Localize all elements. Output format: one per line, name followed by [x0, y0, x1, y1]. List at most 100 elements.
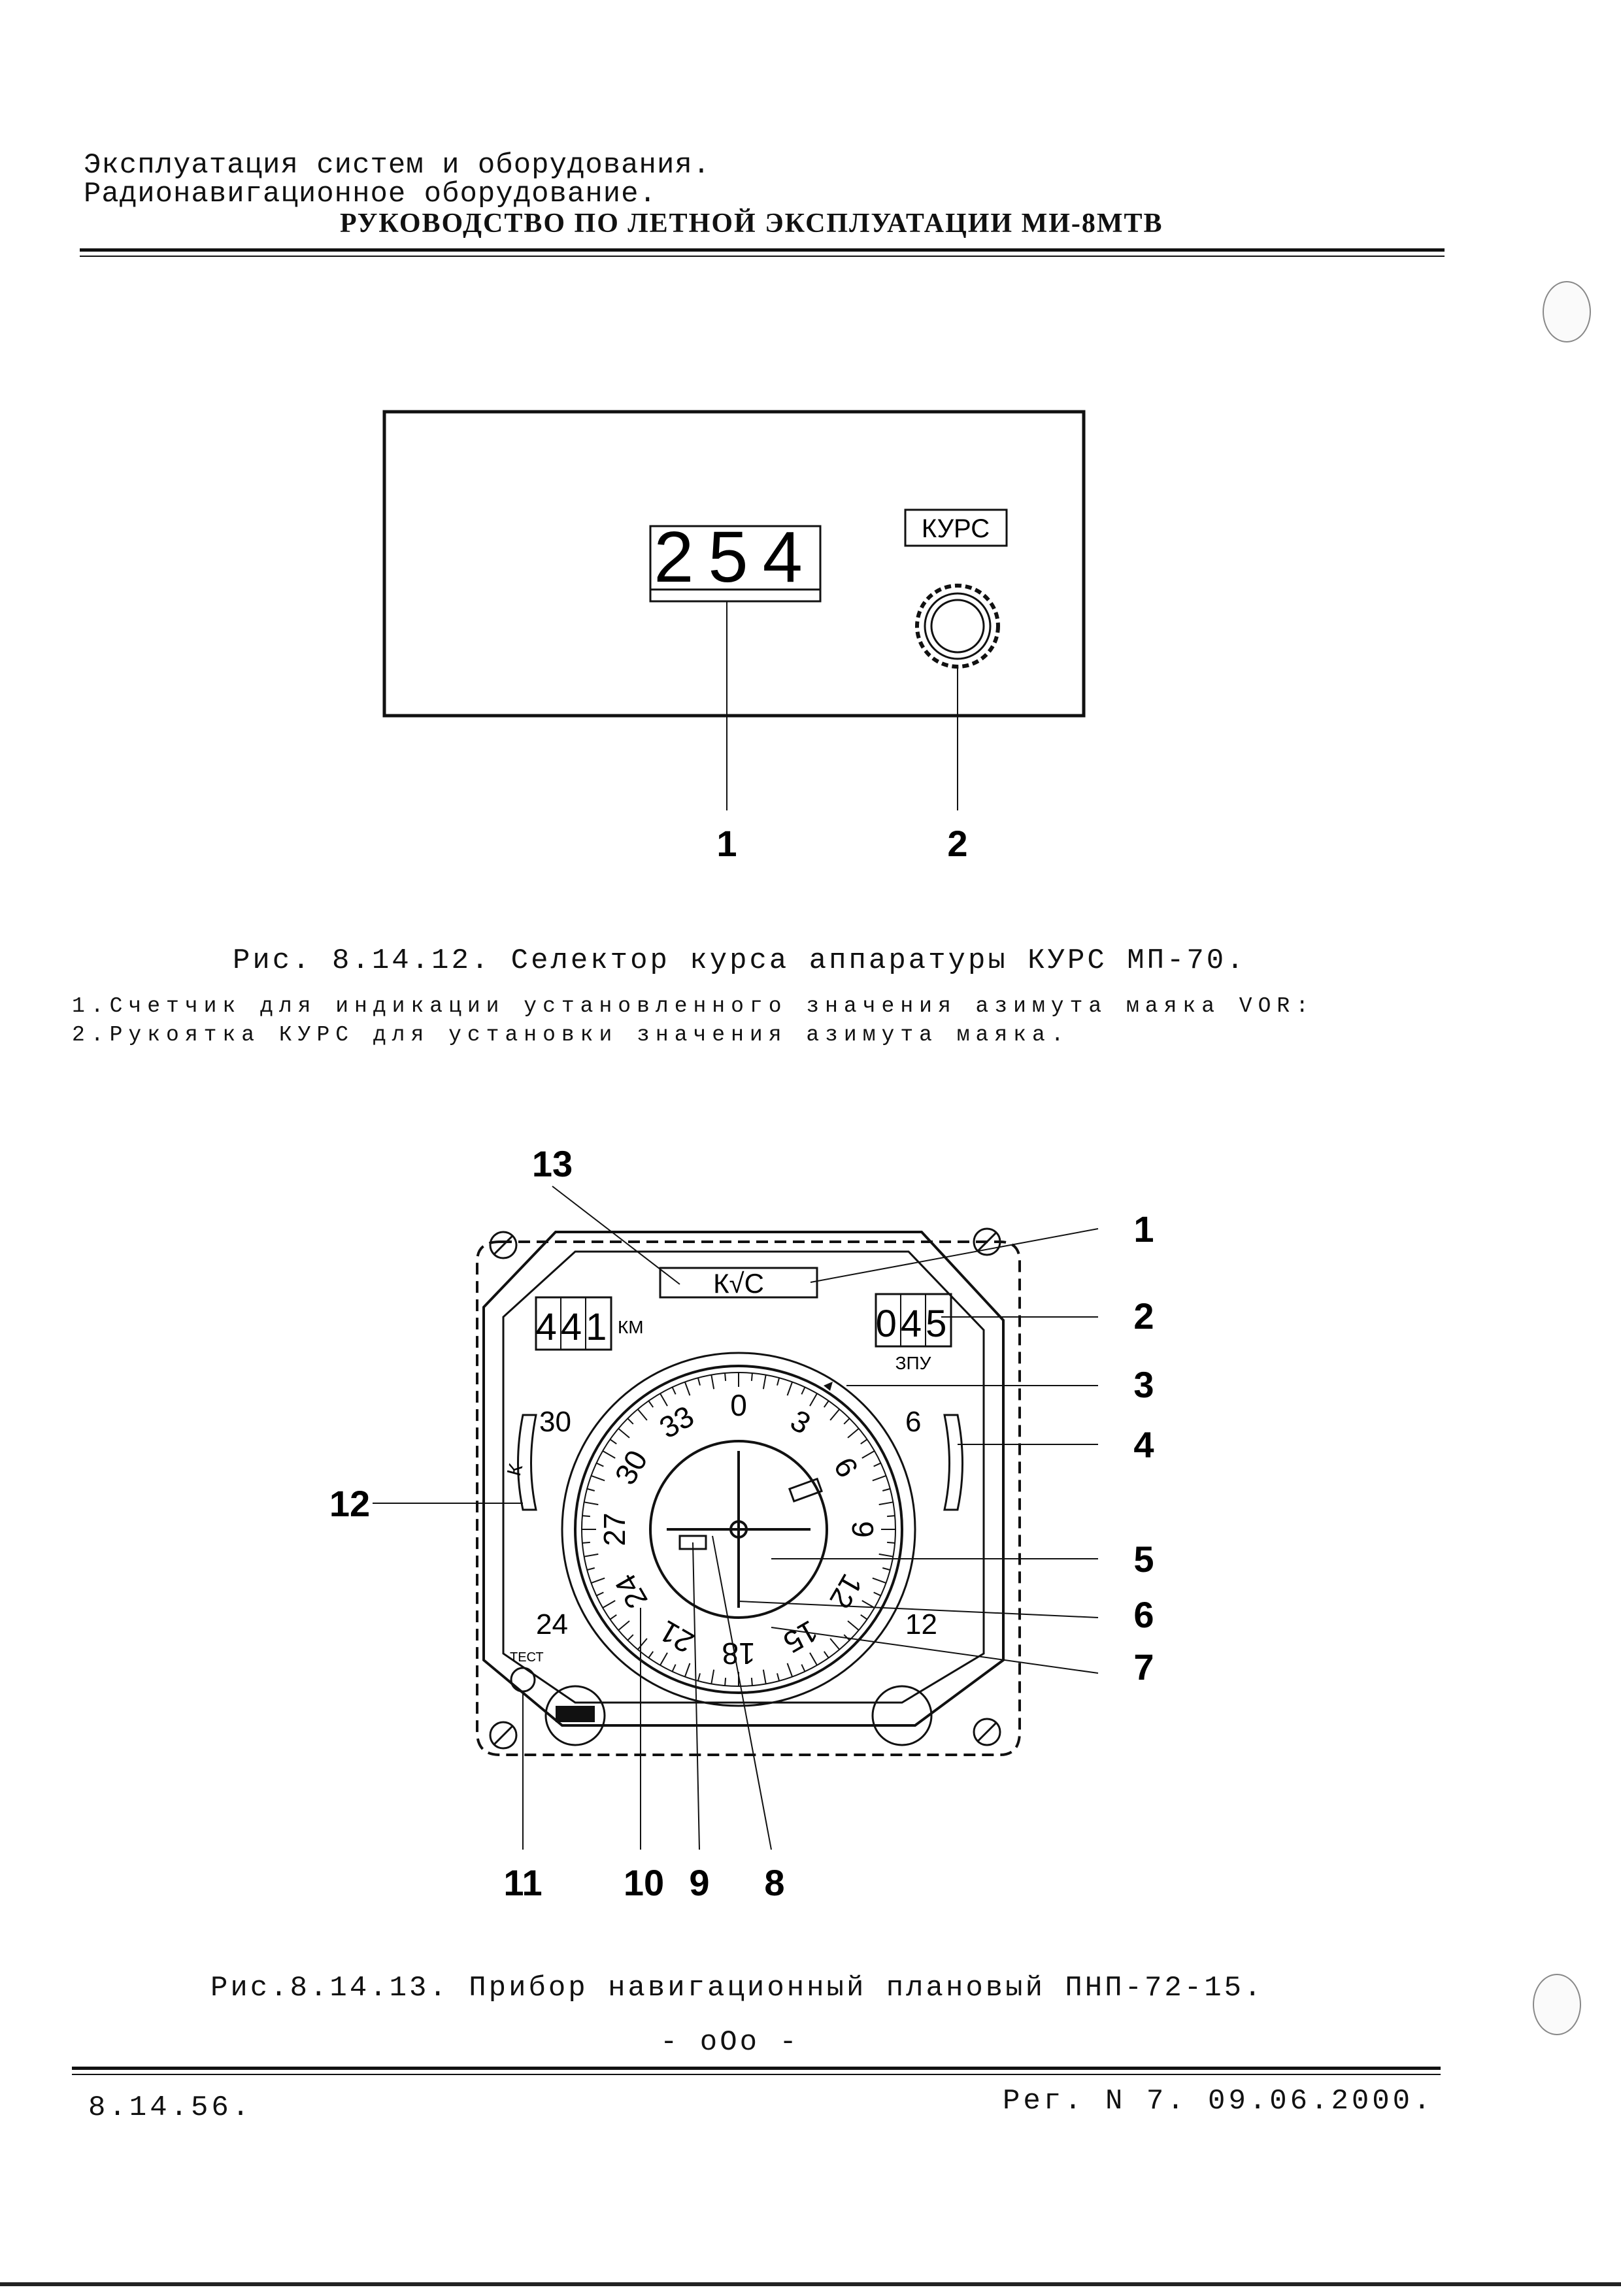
card-label-27: 27 [597, 1512, 631, 1546]
registration-info: Рег. N 7. 09.06.2000. [1003, 2085, 1434, 2118]
callout-8: 8 [764, 1862, 784, 1903]
card-tick [872, 1577, 886, 1584]
kurs-label-box [904, 508, 1008, 547]
binder-hole-bottom [1533, 1974, 1581, 2035]
card-tick [882, 1567, 891, 1571]
left-flag-label: К [503, 1461, 527, 1478]
card-tick [602, 1450, 616, 1459]
card-tick [801, 1664, 806, 1672]
figure-1-legend-2: 2.Рукоятка КУРС для установки значения а… [72, 1023, 1070, 1047]
heading-set-knob [871, 1685, 933, 1746]
card-tick [847, 1427, 860, 1439]
end-mark: - оОо - [660, 2026, 799, 2059]
document-title: РУКОВОДСТВО ПО ЛЕТНОЙ ЭКСПЛУАТАЦИИ МИ-8М… [340, 208, 1163, 239]
instrument-bezel [482, 1231, 1005, 1727]
callout-10: 10 [624, 1862, 664, 1903]
callout-13: 13 [532, 1143, 573, 1184]
card-tick [584, 1553, 599, 1557]
course-selector-figure: 254 КУРС 1 2 [382, 410, 1086, 863]
card-tick [873, 1462, 881, 1467]
zpu-label: ЗПУ [895, 1353, 931, 1373]
kurs-window [659, 1267, 818, 1299]
scan-edge [0, 2282, 1621, 2286]
distance-unit-label: КМ [618, 1317, 644, 1337]
footer-rule-thin [72, 2074, 1441, 2075]
card-label-3: 3 [785, 1403, 816, 1441]
zpu-counter-value: 045 [876, 1303, 951, 1345]
left-flag [517, 1414, 537, 1511]
card-tick [596, 1462, 604, 1467]
card-tick [609, 1439, 617, 1445]
course-set-knob [544, 1685, 606, 1746]
card-ticks [582, 1373, 895, 1686]
selector-panel [382, 410, 1086, 718]
card-tick [660, 1393, 668, 1406]
callout-1-fig2: 1 [1133, 1208, 1154, 1250]
heading-index [824, 1382, 833, 1391]
card-tick [887, 1541, 895, 1544]
deviation-bars [667, 1451, 811, 1608]
card-label-12: 12 [823, 1569, 869, 1614]
card-tick [872, 1474, 886, 1482]
card-tick [648, 1651, 654, 1659]
card-tick [882, 1488, 891, 1491]
card-label-18: 18 [722, 1637, 755, 1671]
outer-scale-12: 12 [905, 1608, 937, 1640]
card-tick [582, 1541, 590, 1544]
card-tick [618, 1620, 630, 1631]
card-label-6: 6 [827, 1452, 865, 1483]
card-tick [618, 1427, 630, 1439]
callout-7: 7 [1133, 1646, 1154, 1688]
card-tick [878, 1501, 894, 1506]
callout-12: 12 [329, 1483, 370, 1524]
card-tick [596, 1591, 604, 1597]
course-counter-window [649, 525, 822, 603]
page-number: 8.14.56. [88, 2091, 253, 2124]
kurs-knob [915, 584, 1000, 669]
kurs-window-label: К√С [713, 1268, 764, 1299]
card-tick [801, 1387, 806, 1395]
header-rule-thick [80, 248, 1445, 252]
callout-2-fig2: 2 [1133, 1295, 1154, 1337]
card-tick [591, 1474, 605, 1482]
card-tick [786, 1382, 794, 1396]
card-tick [627, 1634, 634, 1641]
card-tick [586, 1567, 595, 1571]
card-tick [843, 1418, 850, 1425]
card-tick [861, 1600, 875, 1608]
callout-1-fig1: 1 [716, 823, 737, 863]
card-tick [648, 1400, 654, 1408]
card-tick [829, 1638, 841, 1650]
card-tick [609, 1614, 617, 1620]
header-line-1: Эксплуатация систем и оборудования. [84, 149, 711, 182]
test-button-label: ТЕСТ [510, 1650, 544, 1665]
card-tick [671, 1664, 677, 1672]
card-tick [660, 1652, 668, 1666]
card-tick [786, 1663, 794, 1677]
header-line-2: Радионавигационное оборудование. [84, 178, 657, 210]
card-tick [697, 1672, 701, 1682]
callout-2-fig1: 2 [947, 823, 967, 863]
outer-scale-30: 30 [539, 1406, 571, 1438]
figure-1-legend-1: 1.Счетчик для индикации установленного з… [72, 994, 1315, 1018]
mounting-screws [489, 1227, 1001, 1750]
distance-counter [535, 1296, 612, 1351]
card-tick [724, 1373, 727, 1381]
card-tick [637, 1408, 648, 1421]
distance-counter-value: 441 [536, 1306, 611, 1348]
card-tick [710, 1669, 715, 1684]
card-label-15: 15 [778, 1614, 824, 1660]
card-label-0: 0 [730, 1388, 747, 1422]
card-tick [762, 1374, 767, 1389]
test-button [510, 1667, 536, 1693]
instrument-case-outline [476, 1240, 1021, 1756]
callout-9: 9 [689, 1862, 709, 1903]
card-tick [873, 1591, 881, 1597]
course-flag [788, 1477, 823, 1503]
card-tick [762, 1669, 767, 1684]
card-tick [637, 1638, 648, 1650]
card-tick [627, 1418, 634, 1425]
card-tick [861, 1450, 875, 1459]
card-tick [602, 1600, 616, 1608]
